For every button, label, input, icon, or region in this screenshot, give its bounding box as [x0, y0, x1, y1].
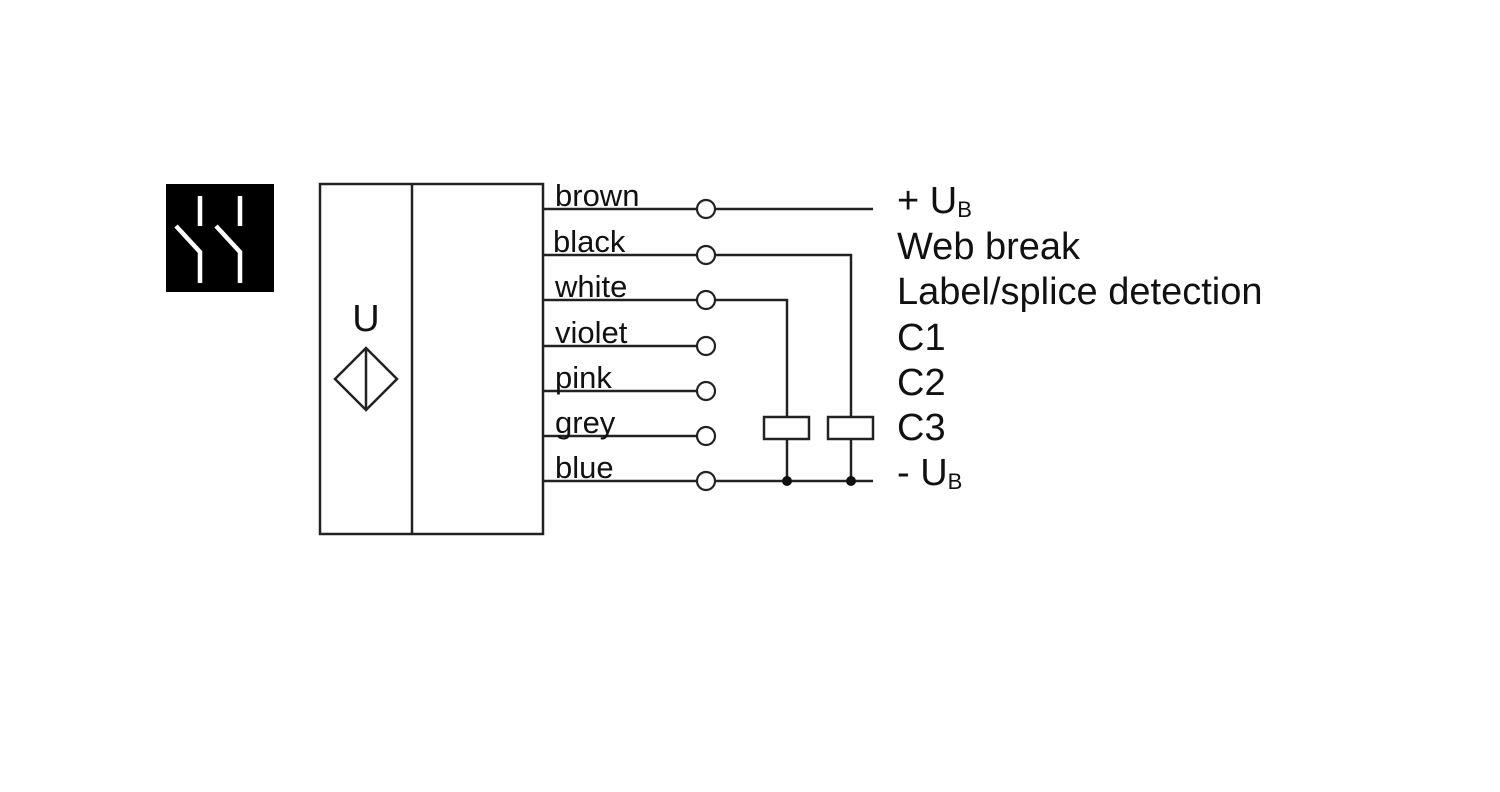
double-switch-icon — [166, 184, 274, 292]
wire-label-white: white — [554, 269, 627, 304]
terminal-white — [695, 289, 717, 311]
wire-lines — [543, 207, 697, 483]
terminal-grey — [695, 425, 717, 447]
terminal-blue — [695, 470, 717, 492]
ultrasonic-sensor-icon — [333, 346, 399, 412]
terminal-violet — [695, 335, 717, 357]
wire-label-pink: pink — [555, 360, 612, 395]
wire-label-blue: blue — [555, 450, 614, 485]
wire-label-black: black — [553, 224, 626, 259]
load-2 — [826, 415, 875, 441]
signal-c1: C1 — [897, 317, 946, 359]
signal-c3: C3 — [897, 407, 946, 449]
signal-minus-ub: - UB — [897, 452, 962, 494]
junction-dot — [782, 476, 792, 486]
load-2-wire — [715, 253, 853, 417]
sensor-housing — [318, 182, 545, 536]
wire-label-grey: grey — [555, 405, 616, 440]
load-1 — [762, 415, 811, 441]
sensor-label: U — [352, 298, 379, 340]
load-1-wire — [715, 298, 789, 417]
signal-c2: C2 — [897, 362, 946, 404]
signal-web-break: Web break — [897, 226, 1081, 268]
wire-label-brown: brown — [555, 178, 639, 213]
wire-label-violet: violet — [555, 315, 628, 350]
signal-plus-ub: + UB — [897, 180, 972, 222]
terminal-pink — [695, 380, 717, 402]
junction-dot — [846, 476, 856, 486]
signal-label-splice: Label/splice detection — [897, 271, 1262, 313]
terminal-brown — [695, 198, 717, 220]
terminals — [695, 198, 717, 492]
terminal-black — [695, 244, 717, 266]
external-wiring — [715, 207, 875, 486]
